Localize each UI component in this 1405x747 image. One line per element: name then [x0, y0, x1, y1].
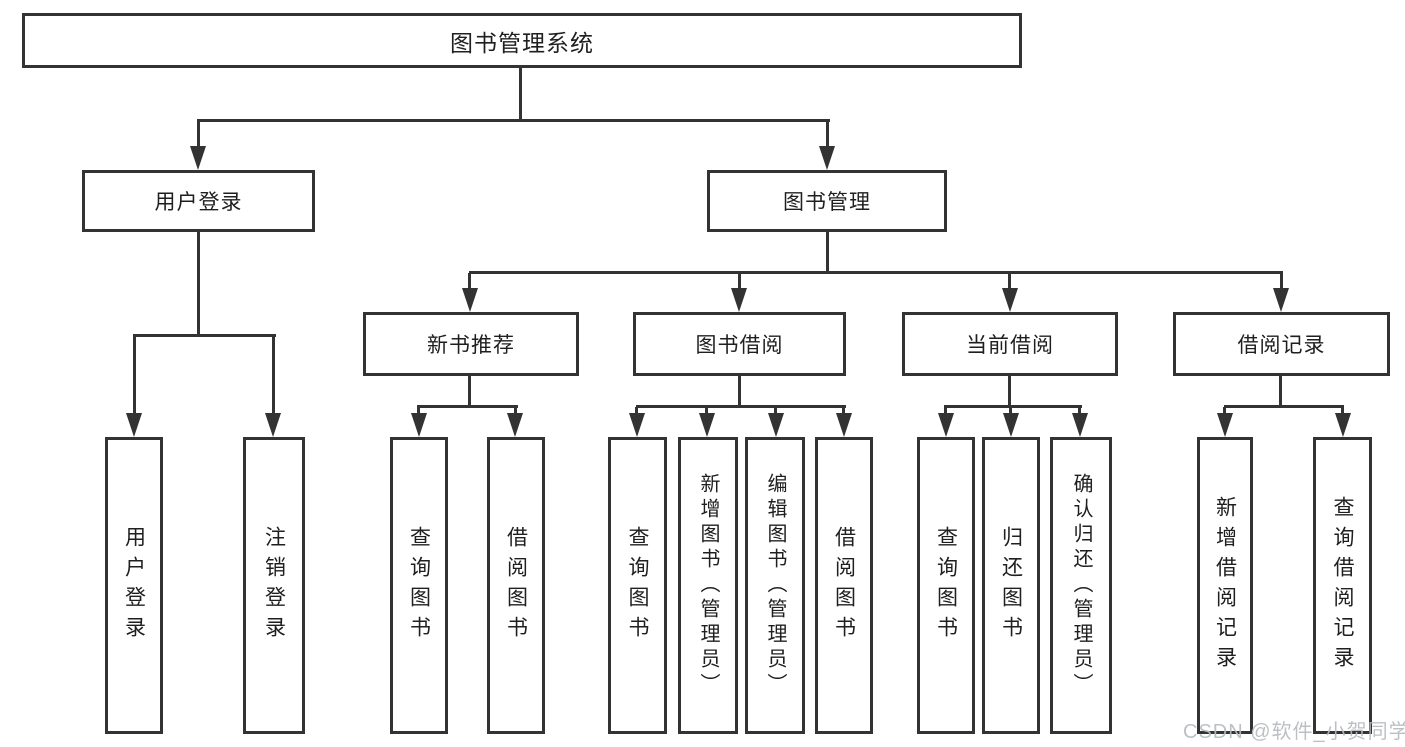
- connector-new-book-trunk: [468, 376, 471, 407]
- node-user-login: 用户登录: [82, 170, 315, 232]
- leaf-logout: 注销登录: [243, 437, 305, 734]
- node-book-borrow: 图书借阅: [633, 312, 846, 376]
- arrowhead-down-icon: [190, 146, 206, 170]
- connector-stem: [738, 273, 741, 291]
- arrowhead-down-icon: [126, 413, 142, 437]
- connector-stem: [417, 407, 420, 417]
- connector-stem: [133, 336, 136, 415]
- node-borrow-records: 借阅记录: [1173, 312, 1390, 376]
- arrowhead-down-icon: [1335, 413, 1351, 437]
- connector-user-login-branch: [133, 334, 276, 337]
- connector-stem: [1341, 407, 1344, 417]
- connector-user-login-trunk: [197, 232, 200, 336]
- node-new-book-recommend: 新书推荐: [363, 312, 579, 376]
- arrowhead-down-icon: [836, 413, 852, 437]
- leaf-query-books-current: 查询图书: [917, 437, 975, 734]
- connector-stem: [272, 336, 275, 415]
- node-library-system: 图书管理系统: [22, 13, 1022, 68]
- connector-new-book-branch: [417, 405, 518, 408]
- connector-book-borrow-branch: [636, 405, 846, 408]
- leaf-query-books-recommend: 查询图书: [390, 437, 448, 734]
- leaf-borrow-books: 借阅图书: [815, 437, 873, 734]
- arrowhead-down-icon: [938, 413, 954, 437]
- arrowhead-down-icon: [411, 413, 427, 437]
- arrowhead-down-icon: [265, 413, 281, 437]
- arrowhead-down-icon: [462, 288, 478, 312]
- connector-stem: [1078, 407, 1081, 417]
- arrowhead-down-icon: [1217, 413, 1233, 437]
- node-current-borrow: 当前借阅: [902, 312, 1118, 376]
- leaf-query-borrow-record: 查询借阅记录: [1313, 437, 1372, 734]
- connector-current-borrow-branch: [944, 405, 1082, 408]
- connector-stem: [514, 407, 517, 417]
- arrowhead-down-icon: [819, 146, 835, 170]
- leaf-confirm-return-admin: 确认归还（管理员）: [1050, 437, 1112, 734]
- connector-current-borrow-trunk: [1008, 376, 1011, 407]
- arrowhead-down-icon: [629, 413, 645, 437]
- connector-stem: [1009, 407, 1012, 417]
- connector-book-mgmt-trunk: [826, 232, 829, 274]
- connector-stem: [1223, 407, 1226, 417]
- leaf-user-login: 用户登录: [105, 437, 163, 734]
- connector-stem: [944, 407, 947, 417]
- leaf-query-books-borrow: 查询图书: [608, 437, 667, 734]
- arrowhead-down-icon: [699, 413, 715, 437]
- arrowhead-down-icon: [1273, 288, 1289, 312]
- arrowhead-down-icon: [507, 413, 523, 437]
- watermark: CSDN @软件_小贺同学: [1183, 721, 1405, 743]
- connector-stem: [1280, 273, 1283, 291]
- arrowhead-down-icon: [1003, 413, 1019, 437]
- connector-stem: [842, 407, 845, 417]
- connector-borrow-records-branch: [1224, 405, 1344, 408]
- connector-stem: [468, 273, 471, 291]
- arrowhead-down-icon: [731, 288, 747, 312]
- arrowhead-down-icon: [768, 413, 784, 437]
- connector-book-mgmt-branch: [469, 271, 1283, 274]
- connector-stem: [826, 120, 829, 148]
- arrowhead-down-icon: [1072, 413, 1088, 437]
- node-book-management: 图书管理: [707, 170, 947, 232]
- leaf-add-books-admin: 新增图书（管理员）: [678, 437, 738, 734]
- connector-stem: [705, 407, 708, 417]
- connector-root-trunk: [519, 68, 522, 121]
- connector-book-borrow-trunk: [738, 376, 741, 407]
- leaf-add-borrow-record: 新增借阅记录: [1197, 437, 1253, 734]
- leaf-return-books: 归还图书: [982, 437, 1040, 734]
- connector-stem: [774, 407, 777, 417]
- connector-stem: [1008, 273, 1011, 291]
- connector-stem: [635, 407, 638, 417]
- arrowhead-down-icon: [1002, 288, 1018, 312]
- connector-root-branch: [197, 119, 830, 122]
- connector-stem: [197, 120, 200, 148]
- leaf-borrow-books-recommend: 借阅图书: [487, 437, 545, 734]
- leaf-edit-books-admin: 编辑图书（管理员）: [745, 437, 805, 734]
- connector-borrow-records-trunk: [1279, 376, 1282, 407]
